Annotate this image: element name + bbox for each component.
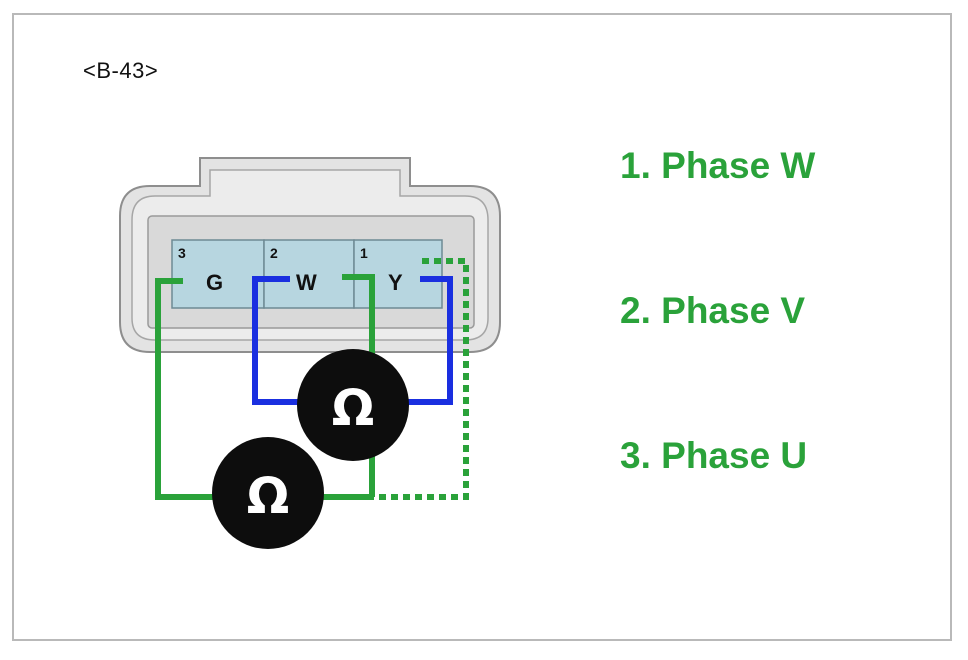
pin-letter-g: G (206, 270, 223, 295)
ohmmeter-upper (297, 349, 409, 461)
pin-number-1: 1 (360, 245, 368, 261)
pin-cavity-3 (171, 239, 265, 309)
legend-phase-v: 2. Phase V (620, 290, 806, 331)
legend-phase-w: 1. Phase W (620, 145, 816, 186)
green-dotted-wire (372, 258, 469, 500)
pin-letter-y: Y (388, 270, 403, 295)
ohmmeter-lower (212, 437, 324, 549)
pin-number-2: 2 (270, 245, 278, 261)
legend-phase-u: 3. Phase U (620, 435, 808, 476)
ohm-symbol-icon: Ω (247, 467, 290, 525)
pin-letter-w: W (296, 270, 317, 295)
connector-id-label: <B-43> (83, 58, 159, 83)
pin-cavity-2 (263, 239, 355, 309)
pin-number-3: 3 (178, 245, 186, 261)
ohm-symbol-icon: Ω (332, 379, 375, 437)
